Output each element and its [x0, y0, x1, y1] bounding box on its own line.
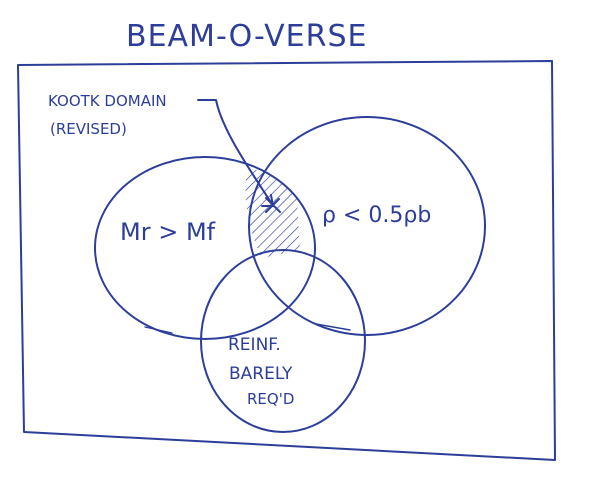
stroke-tail-left	[144, 326, 173, 334]
annotation-leader-line	[197, 99, 273, 205]
annotation-line-1: KOOTK DOMAIN	[48, 92, 167, 110]
diagram-title: BEAM-O-VERSE	[126, 19, 367, 54]
set-label-left: Mr > Mf	[120, 218, 216, 246]
hatched-intersection	[245, 166, 300, 258]
set-label-bottom-line-1: REINF.	[228, 335, 281, 355]
set-label-bottom-line-2: BARELY	[229, 364, 293, 384]
set-circle-left	[94, 156, 316, 340]
set-label-right: ρ < 0.5ρb	[322, 203, 431, 228]
set-label-bottom-line-3: REQ'D	[247, 390, 294, 408]
set-circle-right	[248, 116, 486, 336]
stroke-tail-right	[315, 323, 351, 331]
annotation-line-2: (REVISED)	[50, 120, 127, 138]
outer-box	[17, 60, 556, 461]
set-circle-bottom	[200, 249, 366, 433]
arrow-tip-mark	[265, 197, 281, 213]
